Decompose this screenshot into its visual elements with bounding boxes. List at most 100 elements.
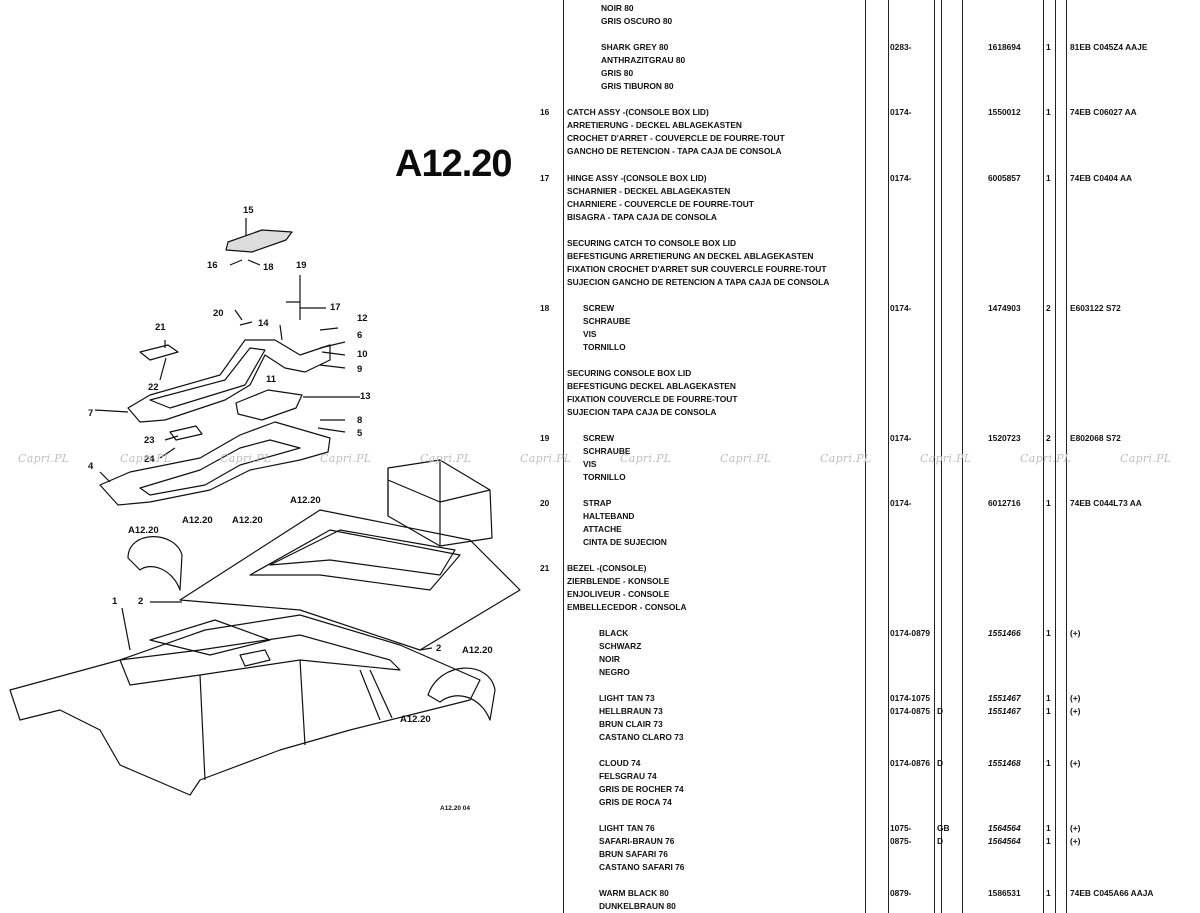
part-description: SECURING CONSOLE BOX LID [567, 368, 692, 378]
part-description: TORNILLO [583, 472, 626, 482]
part-description: SAFARI-BRAUN 76 [599, 836, 675, 846]
callout-15: 15 [243, 205, 254, 216]
part-description: BISAGRA - TAPA CAJA DE CONSOLA [567, 212, 717, 222]
part-description: ANTHRAZITGRAU 80 [601, 55, 686, 65]
part-description: CATCH ASSY -(CONSOLE BOX LID) [567, 107, 709, 117]
callout-21: 21 [155, 322, 166, 333]
watermark: Capri.PL [220, 452, 272, 465]
item-number: 17 [540, 173, 550, 183]
rule-part-l [941, 0, 942, 913]
watermark: Capri.PL [920, 452, 972, 465]
part-description: ARRETIERUNG - DECKEL ABLAGEKASTEN [567, 120, 742, 130]
engineering-reference: 74EB C0404 AA [1070, 173, 1133, 183]
watermark: Capri.PL [520, 452, 572, 465]
part-description: CASTANO CLARO 73 [599, 732, 684, 742]
part-number: 1474903 [988, 303, 1021, 313]
engineering-reference: 74EB C044L73 AA [1070, 498, 1142, 508]
part-description: CLOUD 74 [599, 758, 641, 768]
part-description: SCHRAUBE [583, 316, 631, 326]
part-description: ATTACHE [583, 524, 622, 534]
effective-date: 0174- [890, 107, 912, 117]
part-description: HALTEBAND [583, 511, 635, 521]
part-description: SCHARNIER - DECKEL ABLAGEKASTEN [567, 186, 731, 196]
console-lid [225, 229, 293, 253]
callout-5: 5 [357, 428, 363, 439]
watermark: Capri.PL [820, 452, 872, 465]
callout-8: 8 [357, 415, 362, 426]
engineering-reference: 74EB C06027 AA [1070, 107, 1137, 117]
effective-date: 0174-0875 [890, 706, 931, 716]
callout-6: 6 [357, 330, 362, 341]
effective-date: 0174- [890, 433, 912, 443]
part-description: GRIS TIBURON 80 [601, 81, 674, 91]
watermark: Capri.PL [620, 452, 672, 465]
callout-11: 11 [266, 374, 277, 385]
page-code: A12.20 [395, 143, 513, 185]
rule-qty [1043, 0, 1044, 913]
console-tray [235, 389, 303, 421]
callout-19: 19 [296, 260, 307, 271]
part-description: BEFESTIGUNG DECKEL ABLAGEKASTEN [567, 381, 736, 391]
part-description: GRIS OSCURO 80 [601, 16, 673, 26]
ref-a1220: A12.20 [182, 515, 213, 526]
callout-4: 4 [88, 461, 94, 472]
quantity: 1 [1046, 107, 1051, 117]
part-description: CHARNIERE - COUVERCLE DE FOURRE-TOUT [567, 199, 754, 209]
effective-date: 0283- [890, 42, 912, 52]
part-description: TORNILLO [583, 342, 626, 352]
effective-date: 0174- [890, 498, 912, 508]
part-description: EMBELLECEDOR - CONSOLA [567, 602, 687, 612]
part-description: CROCHET D'ARRET - COUVERCLE DE FOURRE-TO… [567, 133, 785, 143]
quantity: 1 [1046, 836, 1051, 846]
console-bezel [139, 344, 179, 361]
part-description: GRIS DE ROCA 74 [599, 797, 672, 807]
diagram-refs: A12.20 A12.20 A12.20 A12.20 A12.20 A12.2… [128, 495, 493, 812]
part-description: SECURING CATCH TO CONSOLE BOX LID [567, 238, 737, 248]
wheel-arch-left [127, 536, 183, 591]
watermark: Capri.PL [18, 452, 70, 465]
part-description: SCREW [583, 303, 615, 313]
ref-a1220: A12.20 [462, 645, 493, 656]
effective-date: 0174-0879 [890, 628, 931, 638]
callout-9: 9 [357, 364, 362, 375]
part-description: VIS [583, 329, 597, 339]
callout-14: 14 [258, 318, 269, 329]
engineering-reference: (+) [1070, 693, 1081, 703]
quantity: 1 [1046, 758, 1051, 768]
effective-date: 0174-0876 [890, 758, 931, 768]
engineering-reference: (+) [1070, 628, 1081, 638]
engineering-reference: 81EB C045Z4 AAJE [1070, 42, 1148, 52]
part-description: BRUN SAFARI 76 [599, 849, 668, 859]
part-description: BEZEL -(CONSOLE) [567, 563, 647, 573]
callout-2b: 2 [436, 643, 441, 654]
part-number: 1551468 [988, 758, 1021, 768]
callout-10: 10 [357, 349, 368, 360]
ref-a1220: A12.20 [400, 714, 431, 725]
part-description: NOIR 80 [601, 3, 634, 13]
market-code: GB [937, 823, 950, 833]
diagram-callouts: 15 16 18 19 20 17 12 6 10 9 14 11 21 22 … [88, 205, 441, 654]
part-description: SHARK GREY 80 [601, 42, 669, 52]
callout-2: 2 [138, 596, 143, 607]
item-number: 20 [540, 498, 550, 508]
part-description: NOIR [599, 654, 620, 664]
ref-a1220: A12.20 [232, 515, 263, 526]
market-code: D [937, 706, 944, 716]
rule-date-l [865, 0, 866, 913]
ref-a1220: A12.20 [290, 495, 321, 506]
callout-17: 17 [330, 302, 341, 313]
main-floor-carpet [9, 614, 481, 796]
rule-code [934, 0, 935, 913]
part-description: SCREW [583, 433, 615, 443]
market-code: D [937, 758, 944, 768]
item-number: 19 [540, 433, 550, 443]
part-number: 1520723 [988, 433, 1021, 443]
engineering-reference: 74EB C045A66 AAJA [1070, 888, 1154, 898]
watermark: Capri.PL [720, 452, 772, 465]
rule-ref-l [1055, 0, 1056, 913]
exploded-diagram: 15 16 18 19 20 17 12 6 10 9 14 11 21 22 … [9, 205, 521, 812]
part-number: 1618694 [988, 42, 1021, 52]
wheel-arch-right [427, 667, 496, 721]
part-description: CINTA DE SUJECION [583, 537, 667, 547]
part-description: ZIERBLENDE - KONSOLE [567, 576, 670, 586]
